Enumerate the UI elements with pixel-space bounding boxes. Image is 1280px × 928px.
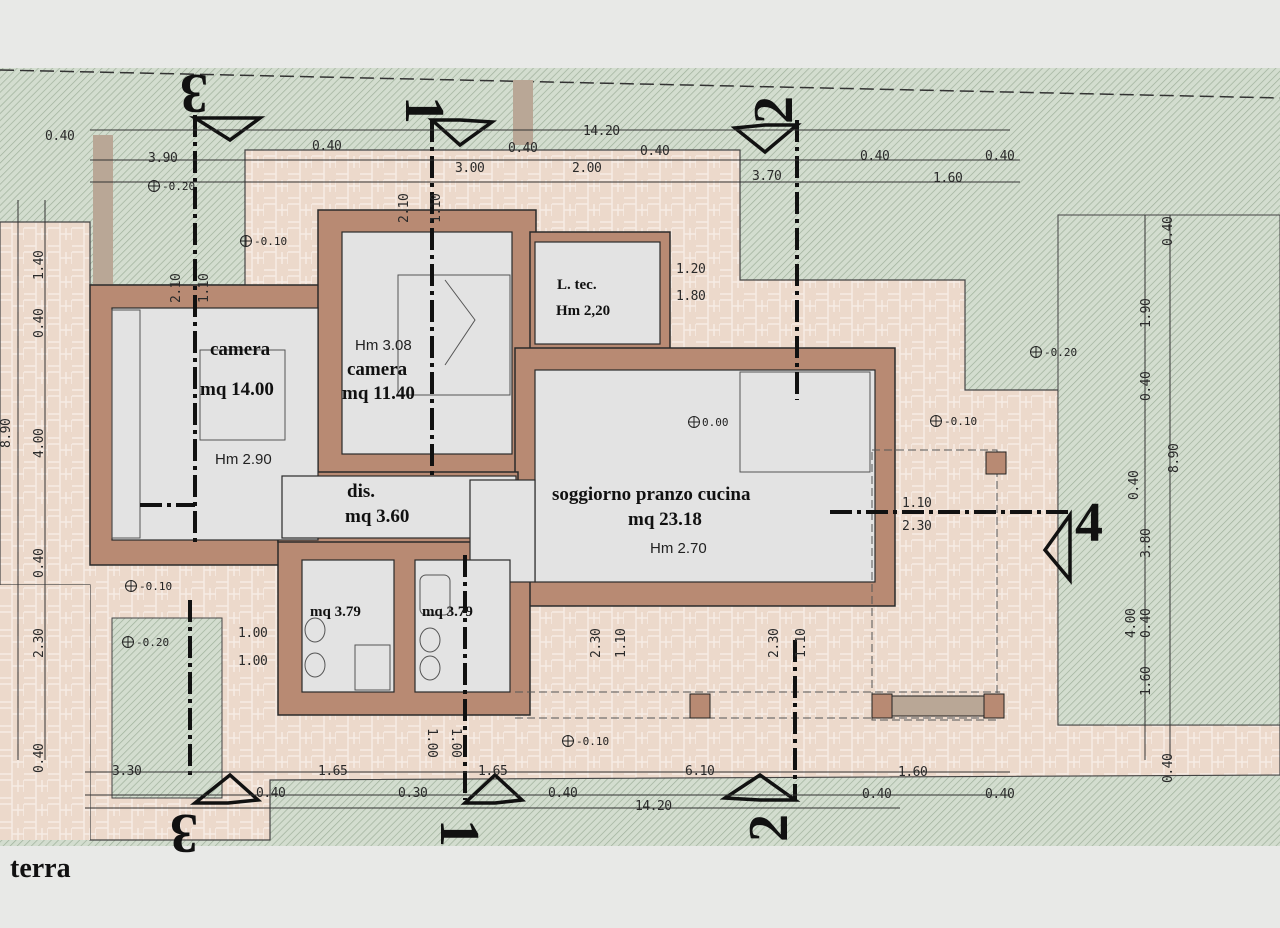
room-area-label: mq 3.79 — [310, 604, 361, 620]
dimension-label: 0.40 — [862, 787, 892, 802]
dimension-label: 1.60 — [1139, 666, 1154, 696]
room-height-label: Hm 3.08 — [355, 337, 412, 354]
dimension-label: 2.10 — [397, 193, 412, 223]
dimension-label: 0.40 — [32, 743, 47, 773]
dimension-label: 1.10 — [794, 628, 809, 658]
dimension-label: 14.20 — [635, 799, 672, 814]
level-marker: -0.10 — [125, 580, 172, 592]
level-marker: -0.20 — [148, 180, 195, 192]
room-height-label: Hm 2.70 — [650, 540, 707, 557]
dimension-label: 1.90 — [1139, 298, 1154, 328]
dimension-lines — [17, 129, 1171, 809]
boundary-wall — [513, 80, 533, 145]
level-marker: -0.10 — [930, 415, 977, 427]
room-area-label: mq 11.40 — [342, 383, 415, 404]
dimension-label: 14.20 — [583, 124, 620, 139]
dimension-label: 0.40 — [1139, 371, 1154, 401]
level-marker: -0.10 — [562, 735, 609, 747]
garden-right — [1057, 214, 1280, 726]
room-name-label: camera — [347, 359, 408, 380]
dimension-label: 1.10 — [614, 628, 629, 658]
room-floors — [111, 231, 876, 693]
room-height-label: Hm 2.90 — [215, 451, 272, 468]
section-marker: 1 — [428, 819, 490, 847]
level-marker: 0.00 — [688, 416, 729, 428]
dimension-label: 1.60 — [898, 765, 928, 780]
room-name-label: soggiorno pranzo cucina — [552, 484, 751, 505]
dimension-label: 1.80 — [676, 289, 706, 304]
dimension-label: 0.40 — [256, 786, 286, 801]
room-name-label: dis. — [347, 481, 375, 502]
dimension-label: 1.10 — [429, 193, 444, 223]
section-marker: 4 — [1075, 492, 1103, 554]
dimension-label: 0.40 — [860, 149, 890, 164]
section-marker: 2 — [743, 96, 805, 124]
section-marker: 3 — [180, 62, 208, 124]
dashed-boundary — [0, 69, 1280, 99]
level-marker: -0.10 — [240, 235, 287, 247]
room-area-label: mq 3.60 — [345, 506, 410, 527]
dimension-label: 3.90 — [148, 151, 178, 166]
dimension-label: 1.10 — [197, 273, 212, 303]
dimension-label: 6.10 — [685, 764, 715, 779]
dimension-label: 0.40 — [32, 548, 47, 578]
room-area-label: mq 23.18 — [628, 509, 702, 530]
dimension-label: 1.65 — [318, 764, 348, 779]
dimension-label: 1.10 — [902, 496, 932, 511]
dimension-label: 4.00 — [32, 428, 47, 458]
dimension-label: 8.90 — [0, 418, 14, 448]
plan-title: terra — [10, 853, 71, 884]
level-marker: -0.20 — [1030, 346, 1077, 358]
boundary-wall — [93, 135, 113, 285]
room-name-label: camera — [210, 339, 271, 360]
dimension-label: 1.40 — [32, 250, 47, 280]
room-height-label: Hm 2,20 — [556, 303, 611, 319]
room-name-label: L. tec. — [557, 277, 597, 293]
dimension-label: 0.30 — [398, 786, 428, 801]
dimension-label: 2.00 — [572, 161, 602, 176]
dimension-label: 3.80 — [1139, 528, 1154, 558]
dimension-label: 1.00 — [424, 728, 439, 758]
dimension-label: 1.60 — [933, 171, 963, 186]
dimension-label: 0.40 — [1161, 753, 1176, 783]
dimension-label: 0.40 — [640, 144, 670, 159]
section-arrows — [188, 116, 1072, 805]
pillars — [689, 451, 1007, 719]
dimension-label: 1.20 — [676, 262, 706, 277]
dimension-label: 0.40 — [985, 149, 1015, 164]
dimension-label: 8.90 — [1167, 443, 1182, 473]
dimension-label: 3.00 — [455, 161, 485, 176]
section-marker: 2 — [738, 814, 800, 842]
dimension-label: 0.40 — [312, 139, 342, 154]
dimension-label: 0.40 — [985, 787, 1015, 802]
dimension-label: 2.30 — [32, 628, 47, 658]
section-lines — [140, 115, 1070, 800]
dimension-label: 1.00 — [238, 654, 268, 669]
dimension-label: 2.30 — [589, 628, 604, 658]
dimension-label: 1.00 — [238, 626, 268, 641]
section-marker: 3 — [170, 802, 198, 864]
dimension-label: 3.30 — [112, 764, 142, 779]
room-area-label: mq 3.79 — [422, 604, 473, 620]
dimension-label: 0.40 — [1127, 470, 1142, 500]
dimension-label: 1.00 — [448, 728, 463, 758]
dimension-label: 0.40 — [1161, 216, 1176, 246]
dimension-label: 0.40 — [45, 129, 75, 144]
dimension-label: 2.10 — [169, 273, 184, 303]
section-marker: 1 — [393, 96, 455, 124]
dimension-label: 0.40 — [508, 141, 538, 156]
room-area-label: mq 14.00 — [200, 379, 274, 400]
furniture — [111, 274, 1000, 721]
dimension-label: 1.65 — [478, 764, 508, 779]
dimension-label: 4.00 — [1124, 608, 1139, 638]
dimension-label: 2.30 — [902, 519, 932, 534]
dimension-label: 0.40 — [548, 786, 578, 801]
dimension-label: 0.40 — [32, 308, 47, 338]
dimension-label: 0.40 — [1139, 608, 1154, 638]
dimension-label: 2.30 — [767, 628, 782, 658]
dimension-label: 3.70 — [752, 169, 782, 184]
level-marker: -0.20 — [122, 636, 169, 648]
